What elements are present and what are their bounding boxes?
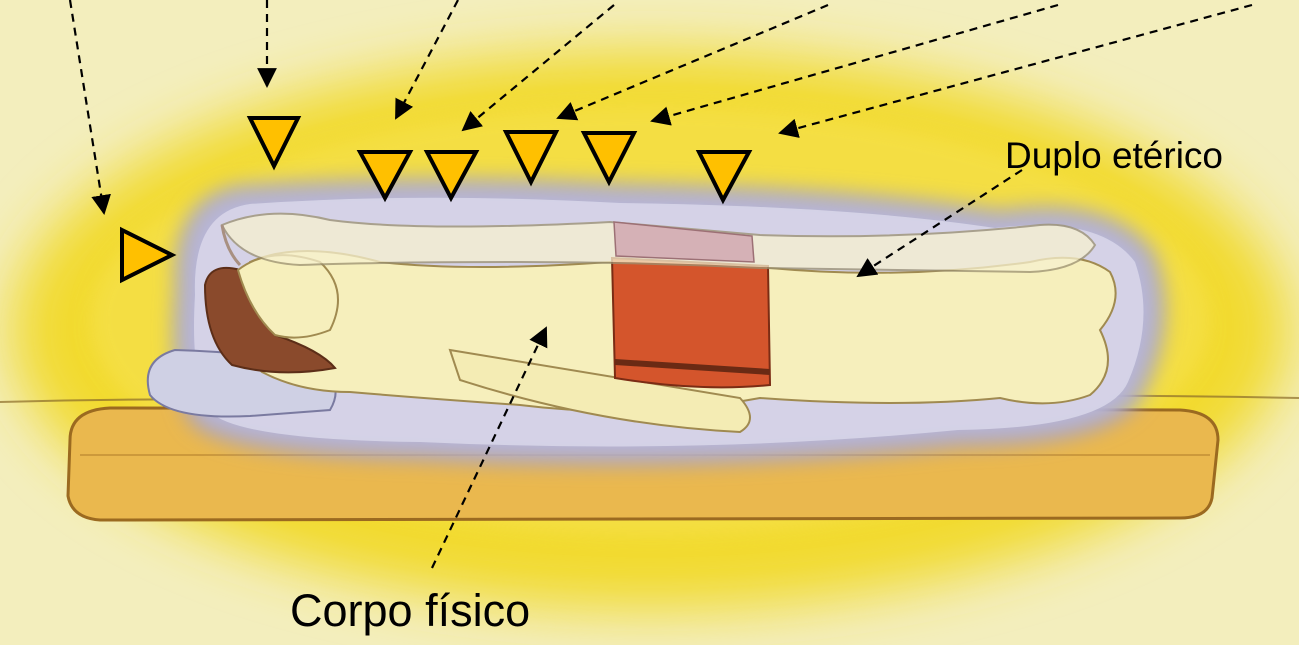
physical-body-label: Corpo físico xyxy=(290,588,530,633)
etheric-double-label: Duplo etérico xyxy=(1005,137,1223,174)
